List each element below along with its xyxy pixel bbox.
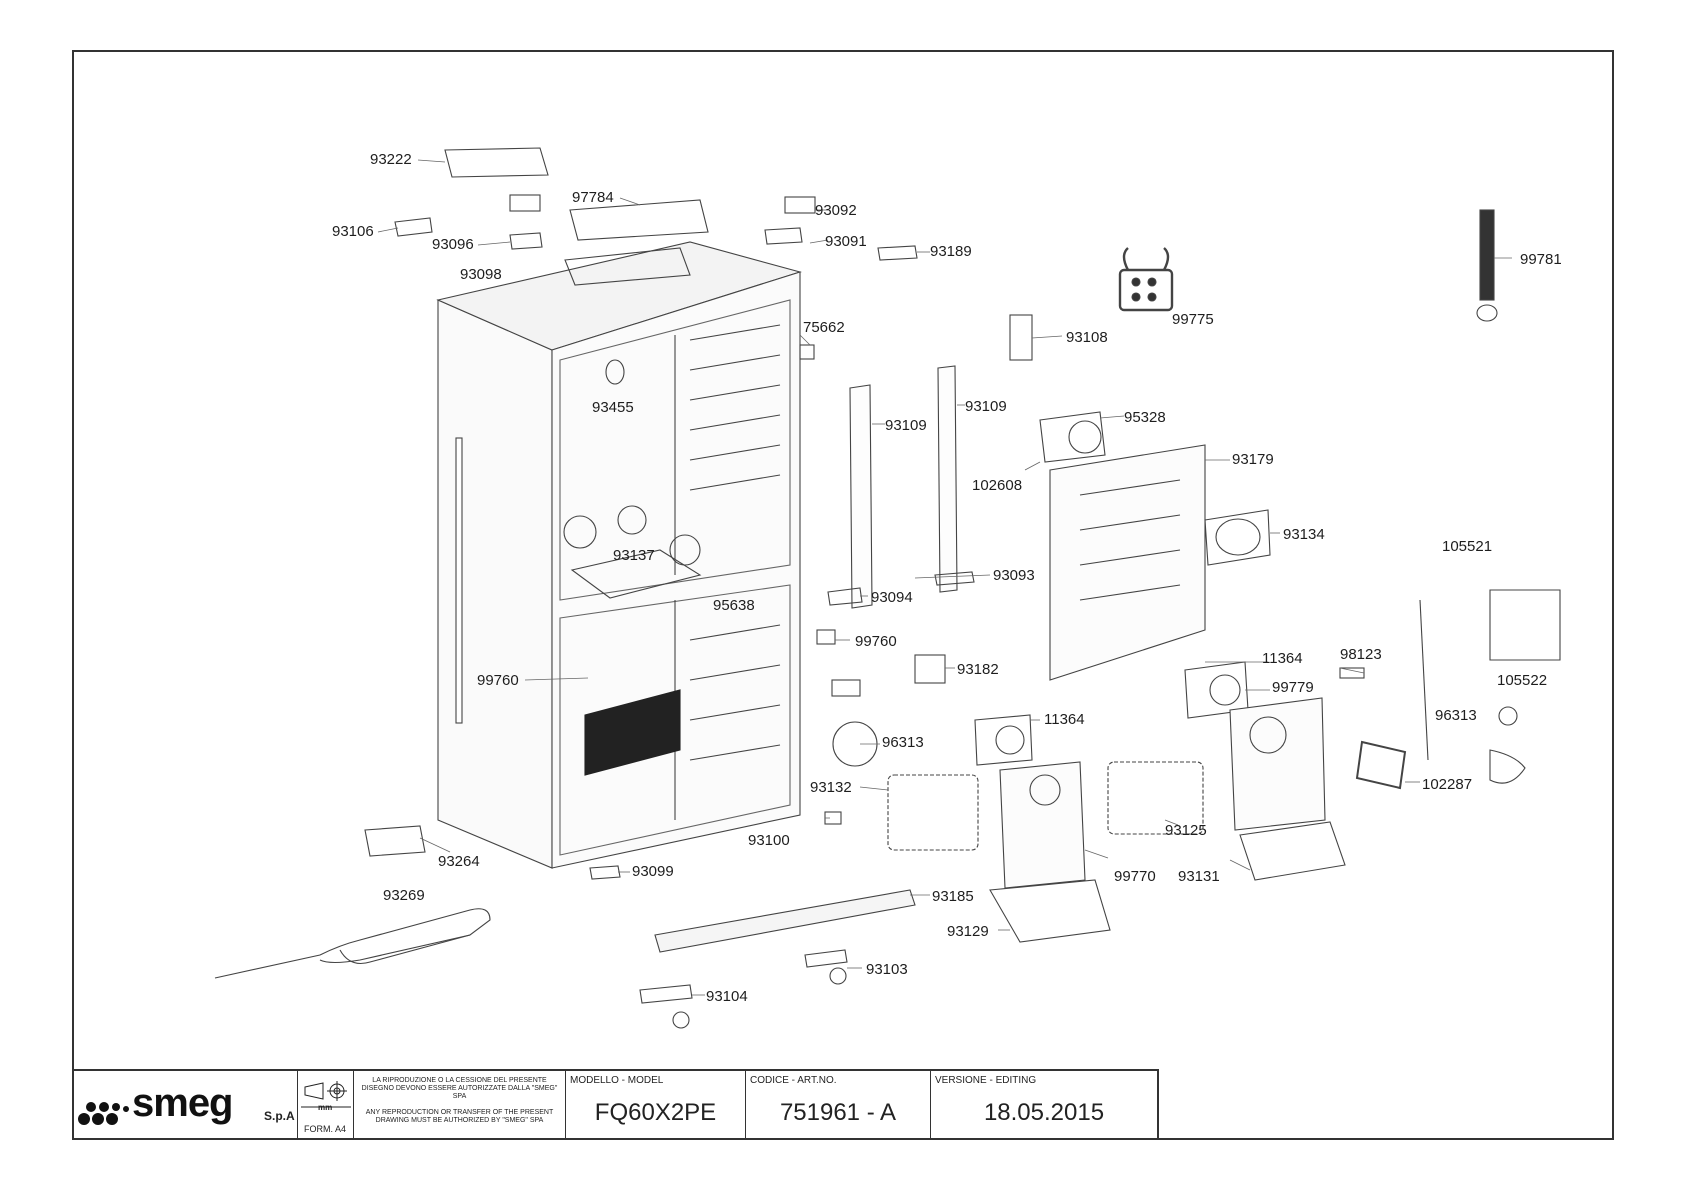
part-label-93091: 93091 [825,233,867,250]
part-label-93094: 93094 [871,589,913,606]
brand-logo: smeg [132,1081,233,1125]
title-block: smeg S.p.A mm FORM. A4 LA RIPRODUZIONE O… [72,1069,1159,1140]
part-label-93096: 93096 [432,236,474,253]
code-cell: CODICE - ART.NO. 751961 - A [746,1071,931,1140]
notice-english: ANY REPRODUCTION OR TRANSFER OF THE PRES… [365,1109,554,1124]
part-97784-cover [569,199,709,241]
projection-symbol-icon [301,1081,351,1108]
code-header: CODICE - ART.NO. [750,1075,837,1086]
part-label-93099: 93099 [632,863,674,880]
model-cell: MODELLO - MODEL FQ60X2PE [566,1071,746,1140]
projection-cell: mm FORM. A4 [298,1071,354,1140]
part-label-93125: 93125 [1165,822,1207,839]
part-label-93137: 93137 [613,547,655,564]
brand-suffix: S.p.A [264,1109,295,1123]
part-label-93189: 93189 [930,243,972,260]
part-label-11364-upper: 11364 [1262,650,1303,667]
part-label-93129: 93129 [947,923,989,940]
part-label-96313-right: 96313 [1435,707,1477,724]
model-header: MODELLO - MODEL [570,1075,664,1086]
part-label-102287: 102287 [1422,776,1473,793]
part-label-93093: 93093 [993,567,1035,584]
part-label-93131: 93131 [1178,868,1220,885]
model-value: FQ60X2PE [594,1099,717,1126]
part-label-99779: 99779 [1272,679,1314,696]
smeg-dots-icon [78,1102,129,1125]
part-label-93222: 93222 [370,151,412,168]
part-93222-board [444,147,549,178]
part-label-93104: 93104 [706,988,748,1005]
part-label-93100: 93100 [748,832,790,849]
part-label-99760-right: 99760 [855,633,897,650]
part-label-99760-left: 99760 [477,672,519,689]
part-label-75662: 75662 [803,319,845,336]
part-label-99775: 99775 [1172,311,1214,328]
part-label-93106: 93106 [332,223,374,240]
part-label-93108: 93108 [1066,329,1108,346]
part-label-97784: 97784 [572,189,614,206]
part-label-93134: 93134 [1283,526,1325,543]
part-label-93132: 93132 [810,779,852,796]
part-label-93109-right: 93109 [965,398,1007,415]
part-label-99770: 99770 [1114,868,1156,885]
part-label-93092: 93092 [815,202,857,219]
part-label-99781: 99781 [1520,251,1562,268]
form-label: FORM. A4 [304,1124,347,1134]
part-label-93098: 93098 [460,266,502,283]
unit-label: mm [318,1103,333,1112]
drawing-frame [72,50,1614,1140]
part-label-105521: 105521 [1442,538,1493,555]
part-label-105522: 105522 [1497,672,1548,689]
part-label-93185: 93185 [932,888,974,905]
version-cell: VERSIONE - EDITING 18.05.2015 [931,1071,1157,1140]
notice-cell: LA RIPRODUZIONE O LA CESSIONE DEL PRESEN… [354,1071,566,1140]
part-label-102608: 102608 [972,477,1023,494]
version-header: VERSIONE - EDITING [935,1075,1037,1086]
part-label-93264: 93264 [438,853,480,870]
notice-italian: LA RIPRODUZIONE O LA CESSIONE DEL PRESEN… [361,1077,558,1100]
version-value: 18.05.2015 [983,1099,1105,1126]
part-label-93269: 93269 [383,887,425,904]
part-label-96313-left: 96313 [882,734,924,751]
part-label-93182: 93182 [957,661,999,678]
part-label-93109-left: 93109 [885,417,927,434]
part-label-95328: 95328 [1124,409,1166,426]
cabinet-body [436,241,802,869]
part-label-93455: 93455 [592,399,634,416]
part-label-93103: 93103 [866,961,908,978]
part-label-95638: 95638 [713,597,755,614]
part-label-98123: 98123 [1340,646,1382,663]
part-label-93179: 93179 [1232,451,1274,468]
part-label-11364-lower: 11364 [1044,711,1085,728]
code-value: 751961 - A [779,1099,897,1126]
logo-cell: smeg S.p.A [72,1071,298,1140]
